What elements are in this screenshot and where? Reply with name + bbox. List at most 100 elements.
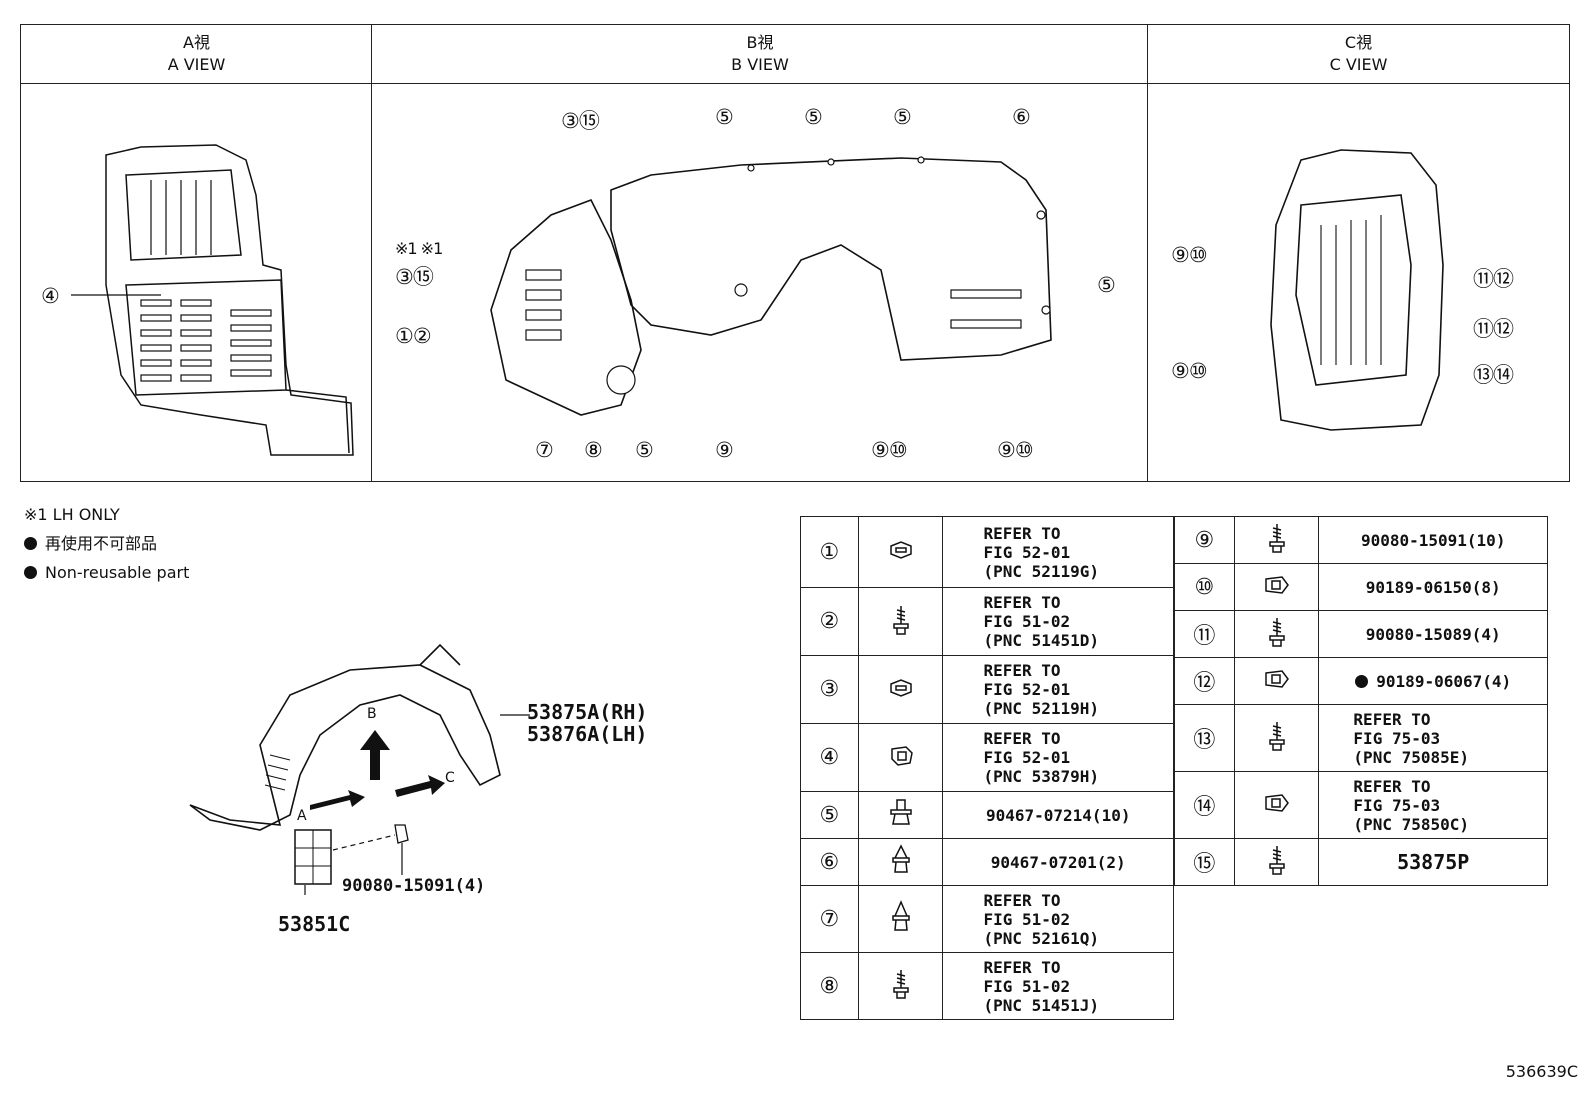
view-c-en: C VIEW — [1329, 55, 1388, 74]
part-number-badge: ④ — [800, 723, 859, 792]
callout-b-1-2: ①② — [395, 324, 432, 348]
view-separator — [371, 25, 372, 481]
callout-b-5: ⑤ — [804, 105, 823, 129]
part-number-badge: ① — [800, 516, 859, 588]
callout-b-9-10: ⑨⑩ — [997, 438, 1034, 462]
callout-b-3-15-left: ③⑮ — [395, 265, 434, 289]
nonreusable-dot-icon — [24, 566, 37, 579]
view-a: A視 A VIEW — [21, 25, 372, 481]
callout-b-9: ⑨ — [715, 438, 734, 462]
table-row: ⑩ 90189-06150(8) — [1174, 563, 1548, 611]
part-number-badge: ⑨ — [1174, 516, 1235, 564]
figure-code: 536639C — [1505, 1062, 1578, 1081]
view-c-liner-drawing — [1270, 149, 1444, 431]
arrow-label-b: B — [367, 706, 377, 722]
callout-c-11-12: ⑪⑫ — [1473, 267, 1514, 291]
callout-c-9-10-bottom: ⑨⑩ — [1171, 359, 1208, 383]
callout-b-5: ⑤ — [893, 105, 912, 129]
view-a-jp: A視 — [183, 33, 210, 52]
push-clip-icon — [857, 791, 944, 839]
table-row: ⑥ 90467-07201(2) — [800, 838, 1174, 886]
callout-a-4: ④ — [41, 284, 60, 308]
parts-table-right: ⑨ 90080-15091(10) ⑩ 90189-06150(8) ⑪ 900… — [1174, 516, 1548, 886]
callout-b-9-10: ⑨⑩ — [871, 438, 908, 462]
table-row: ⑮ 53875P — [1174, 838, 1548, 886]
table-row: ⑫ 90189-06067(4) — [1174, 657, 1548, 705]
part-number: 90189-06150(8) — [1318, 563, 1548, 611]
push-clip-icon — [857, 885, 944, 953]
part-label-bolt: 90080-15091(4) — [342, 876, 486, 896]
part-number-badge: ⑩ — [1174, 563, 1235, 611]
view-separator — [1147, 25, 1148, 481]
part-number: 90467-07201(2) — [942, 838, 1174, 886]
callout-b-5: ⑤ — [715, 105, 734, 129]
nonreusable-dot-icon — [24, 537, 37, 550]
part-label-main-lh: 53876A(LH) — [527, 722, 648, 746]
legend-notes: ※1 LH ONLY 再使用不可部品 Non-reusable part — [24, 500, 189, 587]
view-b-jp: B視 — [746, 33, 774, 52]
view-c-jp: C視 — [1344, 33, 1373, 52]
clip-icon — [857, 723, 944, 792]
nut-icon — [1233, 657, 1320, 705]
part-number: 90080-15089(4) — [1318, 610, 1548, 658]
note-nonreusable-en: Non-reusable part — [24, 558, 189, 587]
view-b-liner-drawing — [490, 156, 1052, 416]
part-label-main-rh: 53875A(RH) — [527, 700, 648, 724]
part-label-shield: 53851C — [278, 912, 351, 936]
nut-icon — [1233, 563, 1320, 611]
arrow-label-c: C — [445, 770, 455, 786]
view-c: C視 C VIEW — [1148, 25, 1569, 481]
view-b: B視 B VIEW — [372, 25, 1148, 481]
part-number: 90189-06067(4) — [1318, 657, 1548, 705]
view-a-header: A視 A VIEW — [21, 25, 372, 84]
part-number: 53875P — [1318, 838, 1548, 886]
clip-icon — [857, 516, 944, 588]
part-number-badge: ⑭ — [1174, 771, 1235, 839]
screw-icon — [1233, 838, 1320, 886]
clip-icon — [857, 655, 944, 724]
part-number-badge: ⑬ — [1174, 704, 1235, 772]
part-number-badge: ⑥ — [800, 838, 859, 886]
table-row: ⑤ 90467-07214(10) — [800, 791, 1174, 839]
part-number-badge: ⑪ — [1174, 610, 1235, 658]
callout-b-5-right: ⑤ — [1097, 273, 1116, 297]
callout-b-6: ⑥ — [1012, 105, 1031, 129]
screw-icon — [1233, 516, 1320, 564]
nut-icon — [1233, 771, 1320, 839]
part-number-badge: ② — [800, 587, 859, 656]
leader-line — [71, 294, 161, 296]
assembly-drawing — [189, 643, 530, 895]
note-lh-only: ※1 LH ONLY — [24, 505, 120, 524]
screw-icon — [1233, 610, 1320, 658]
table-row: ⑪ 90080-15089(4) — [1174, 610, 1548, 658]
part-number-badge: ⑫ — [1174, 657, 1235, 705]
screw-icon — [857, 587, 944, 656]
views-panel: A視 A VIEW B視 B VIEW C視 C VIEW — [20, 24, 1570, 482]
callout-c-9-10-top: ⑨⑩ — [1171, 243, 1208, 267]
callout-b-5-bottom: ⑤ — [635, 438, 654, 462]
part-number-badge: ⑮ — [1174, 838, 1235, 886]
view-b-header: B視 B VIEW — [372, 25, 1148, 84]
part-number: 90467-07214(10) — [942, 791, 1174, 839]
callout-c-13-14: ⑬⑭ — [1473, 363, 1514, 387]
part-number-badge: ⑤ — [800, 791, 859, 839]
callout-c-11-12: ⑪⑫ — [1473, 317, 1514, 341]
view-a-en: A VIEW — [167, 55, 226, 74]
screw-icon — [857, 952, 944, 1020]
nonreusable-dot-icon — [1355, 674, 1369, 688]
